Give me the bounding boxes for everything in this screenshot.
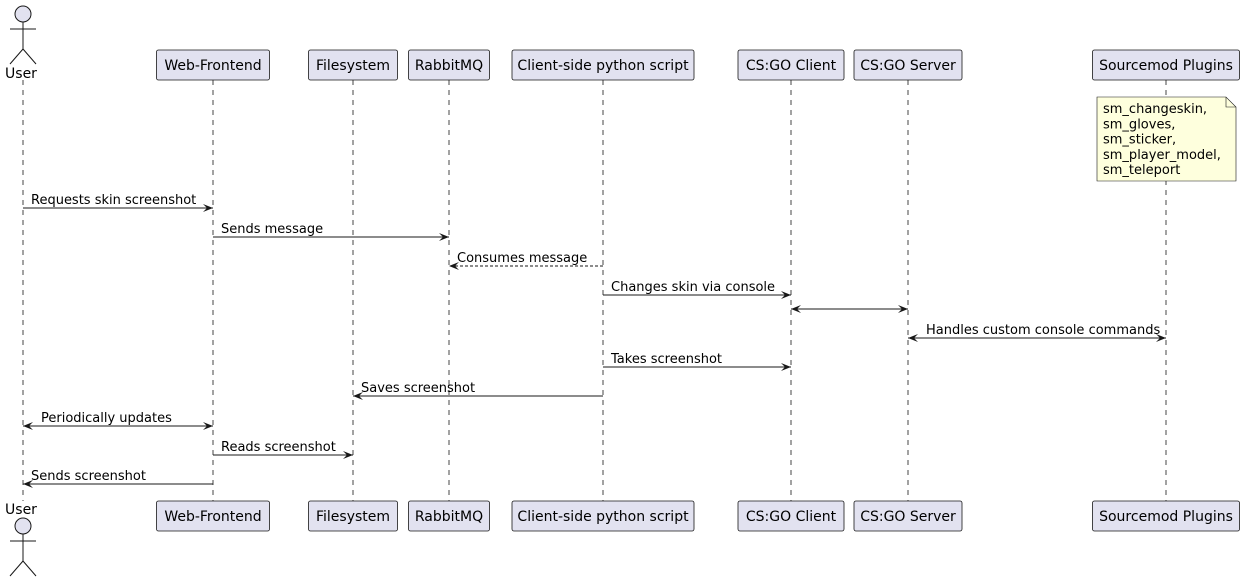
participant-label: Sourcemod Plugins (1099, 509, 1233, 525)
message-reads-screenshot: Reads screenshot (213, 440, 353, 459)
participant-label: Web-Frontend (164, 58, 261, 74)
note-line: sm_teleport (1103, 163, 1180, 178)
message-label: Periodically updates (41, 411, 172, 426)
participant-server-top: CS:GO Server (853, 49, 963, 81)
actor-label: User (5, 502, 37, 518)
note-line: sm_changeskin, (1103, 102, 1207, 117)
participant-label: Web-Frontend (164, 509, 261, 525)
participant-label: RabbitMQ (415, 509, 483, 525)
participant-label: CS:GO Client (746, 58, 837, 74)
participant-server-bottom: CS:GO Server (853, 500, 963, 532)
message-sends-screenshot: Sends screenshot (23, 469, 213, 488)
participant-sm-top: Sourcemod Plugins (1092, 49, 1240, 81)
participant-label: RabbitMQ (415, 58, 483, 74)
participant-label: CS:GO Server (860, 58, 956, 74)
message-label: Consumes message (457, 251, 587, 266)
message-requests-skin-screenshot: Requests skin screenshot (23, 193, 213, 212)
message-sends-message: Sends message (213, 222, 449, 241)
message-label: Saves screenshot (361, 381, 475, 396)
note-line: sm_player_model, (1103, 148, 1221, 163)
participant-py-top: Client-side python script (511, 49, 695, 81)
participant-web-top: Web-Frontend (156, 49, 270, 81)
message-label: Sends screenshot (31, 469, 146, 484)
participant-label: CS:GO Server (860, 509, 956, 525)
message-changes-skin-via-console: Changes skin via console (603, 280, 791, 299)
message-label: Sends message (221, 222, 323, 237)
actor-user-top: User (5, 5, 37, 82)
participant-mq-top: RabbitMQ (408, 49, 490, 81)
participant-fs-bottom: Filesystem (308, 500, 398, 532)
message-saves-screenshot: Saves screenshot (353, 381, 603, 400)
message-label: Takes screenshot (610, 352, 722, 367)
participant-client-top: CS:GO Client (737, 49, 845, 81)
message-label: Reads screenshot (221, 440, 336, 455)
message-consumes-message: Consumes message (449, 251, 603, 270)
participant-label: Filesystem (316, 509, 390, 525)
participant-label: Client-side python script (517, 58, 689, 74)
participant-client-bottom: CS:GO Client (737, 500, 845, 532)
note-plugin-commands: sm_changeskin,sm_gloves,sm_sticker,sm_pl… (1096, 96, 1237, 182)
participant-mq-bottom: RabbitMQ (408, 500, 490, 532)
participant-label: CS:GO Client (746, 509, 837, 525)
message-periodically-updates: Periodically updates (23, 411, 213, 430)
participant-label: Client-side python script (517, 509, 689, 525)
message-takes-screenshot: Takes screenshot (603, 352, 791, 371)
participant-sm-bottom: Sourcemod Plugins (1092, 500, 1240, 532)
message-handles-custom-console-commands: Handles custom console commands (908, 323, 1166, 342)
participant-label: Filesystem (316, 58, 390, 74)
note-line: sm_gloves, (1103, 117, 1175, 132)
actor-label: User (5, 66, 37, 82)
actor-user-bottom: User (5, 502, 37, 577)
message-label: Handles custom console commands (926, 323, 1160, 338)
participant-web-bottom: Web-Frontend (156, 500, 270, 532)
message-label: Changes skin via console (611, 280, 775, 295)
message-label: Requests skin screenshot (31, 193, 196, 208)
note-line: sm_sticker, (1103, 133, 1176, 148)
participant-py-bottom: Client-side python script (511, 500, 695, 532)
participant-fs-top: Filesystem (308, 49, 398, 81)
participant-label: Sourcemod Plugins (1099, 58, 1233, 74)
